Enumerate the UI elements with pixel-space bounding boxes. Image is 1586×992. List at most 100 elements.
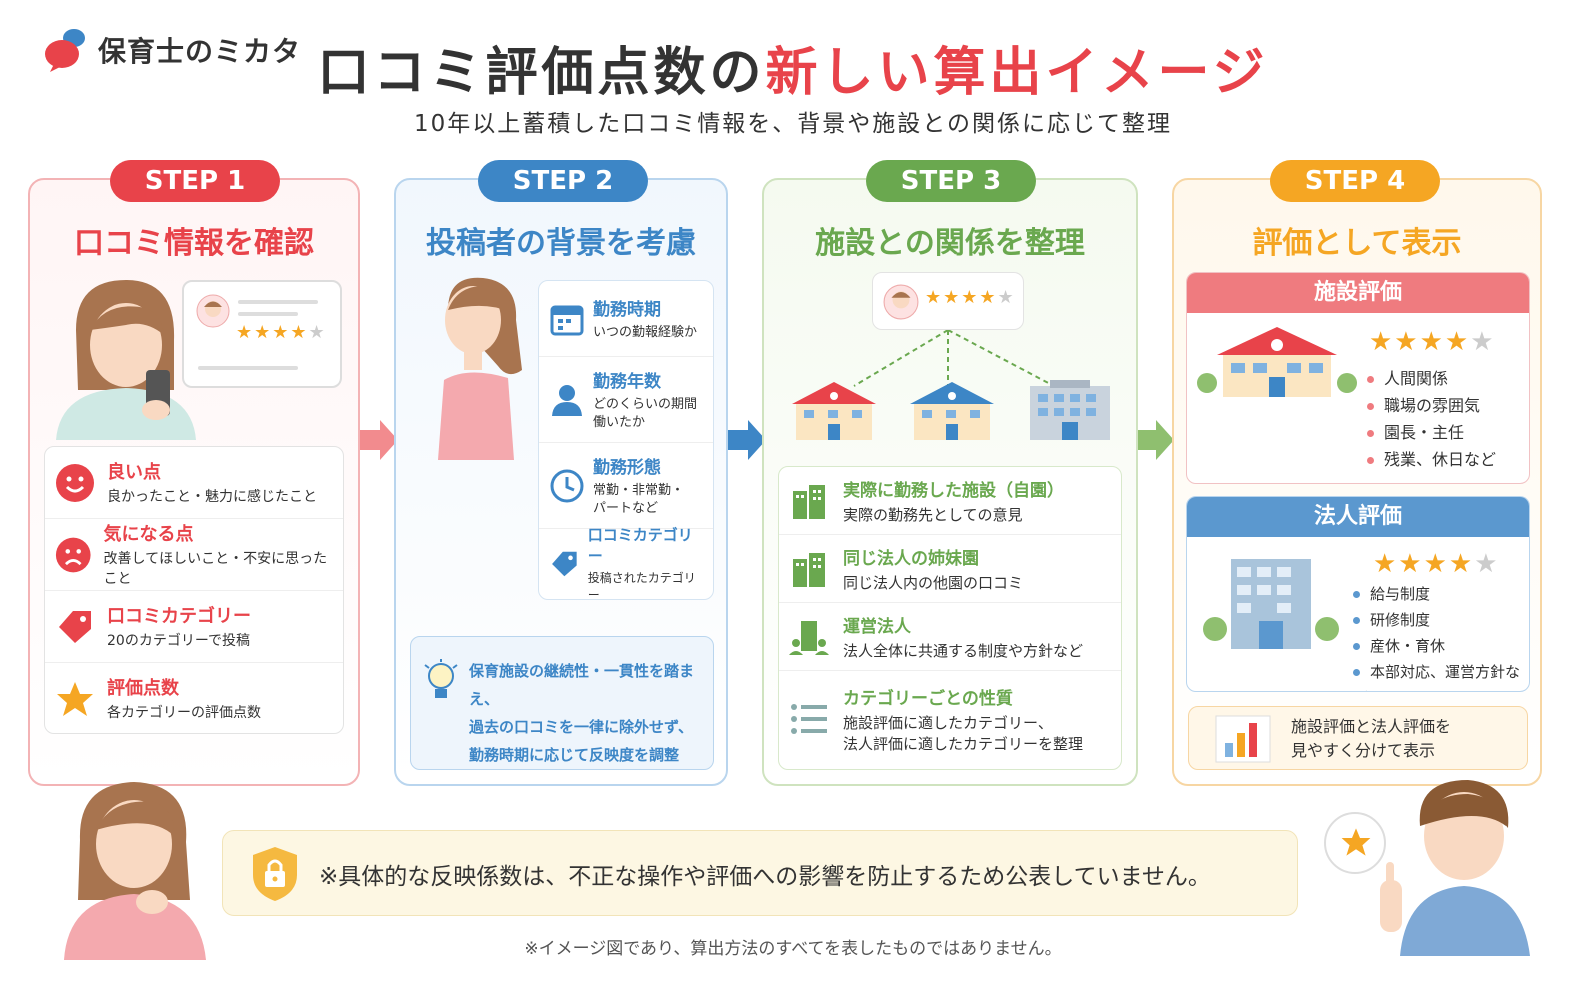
bullet-item: 給与制度 bbox=[1353, 581, 1529, 607]
item-desc: 常勤・非常勤・ パートなど bbox=[593, 482, 685, 516]
office-building-icon bbox=[1030, 380, 1110, 440]
tag-icon bbox=[552, 551, 577, 577]
star-icon bbox=[57, 682, 93, 716]
facility-stars: ★★★★★ bbox=[1369, 327, 1496, 357]
note-line: 過去の口コミを一律に除外せず、 bbox=[469, 718, 693, 736]
title-part2: 新しい算出イメージ bbox=[765, 43, 1269, 103]
item-title: 勤務年数 bbox=[593, 371, 661, 392]
arrow-right-icon bbox=[728, 420, 766, 460]
step1-badge: STEP 1 bbox=[110, 160, 280, 202]
item-title: 勤務時期 bbox=[593, 299, 661, 320]
bullet-text: 給与制度 bbox=[1370, 585, 1431, 603]
list-item: カテゴリーごとの性質施設評価に適したカテゴリー、 法人評価に適したカテゴリーを整… bbox=[779, 671, 1121, 767]
corporate-rating-header: 法人評価 bbox=[1187, 497, 1529, 537]
item-title: 勤務形態 bbox=[593, 457, 661, 478]
item-title: 口コミカテゴリー bbox=[587, 526, 693, 566]
school-building-icon bbox=[910, 382, 994, 440]
bullet-text: 本部対応、運営方針など bbox=[1353, 663, 1521, 691]
summary-line: 見やすく分けて表示 bbox=[1291, 741, 1436, 760]
item-desc: 実際の勤務先としての意見 bbox=[843, 505, 1023, 524]
office-icon bbox=[789, 620, 829, 655]
building-icon bbox=[793, 484, 825, 519]
school-building-icon bbox=[792, 382, 876, 440]
disclaimer: ※イメージ図であり、算出方法のすべてを表したものではありません。 bbox=[524, 939, 1062, 959]
man-pointing-illustration bbox=[1380, 780, 1530, 956]
item-desc: 20のカテゴリーで投稿 bbox=[107, 632, 250, 649]
item-title: カテゴリーごとの性質 bbox=[843, 688, 1013, 709]
school-building-icon bbox=[1197, 327, 1357, 397]
star-icon bbox=[1341, 828, 1371, 856]
item-desc: 改善してほしいこと・不安に思ったこと bbox=[103, 550, 328, 587]
bar-chart-icon bbox=[1215, 715, 1271, 763]
step4-summary: 施設評価と法人評価を 見やすく分けて表示 bbox=[1188, 706, 1528, 770]
note-line: 勤務時期に応じて反映度を調整 bbox=[469, 746, 680, 764]
list-item: 実際に勤務した施設（自園） 実際の勤務先としての意見 bbox=[779, 467, 1121, 535]
list-item: 勤務形態常勤・非常勤・ パートなど bbox=[539, 443, 713, 529]
step2-badge: STEP 2 bbox=[478, 160, 648, 202]
item-desc: 同じ法人内の他園の口コミ bbox=[843, 573, 1024, 592]
summary-line: 施設評価と法人評価を bbox=[1291, 717, 1452, 736]
facility-rating-card: 施設評価 ★★★★★ 人間関係 職場の雰囲気 園長・主任 残業、休日など bbox=[1186, 272, 1530, 484]
arrow-right-icon bbox=[1136, 420, 1174, 460]
bullet-item: 本部対応、運営方針など bbox=[1353, 659, 1529, 691]
person-icon bbox=[552, 384, 582, 416]
bullet-text: 園長・主任 bbox=[1384, 423, 1465, 442]
item-desc: 法人全体に共通する制度や方針など bbox=[843, 641, 1084, 660]
brand-logo: 保育士のミカタ bbox=[44, 26, 301, 74]
corporate-rating-card: 法人評価 ★★★★★ 給与制度 研修制度 産休・育休 本部対応、運営方針など bbox=[1186, 496, 1530, 692]
lock-shield-icon bbox=[253, 847, 297, 901]
item-title: 同じ法人の姉妹園 bbox=[843, 548, 979, 569]
step2-title: 投稿者の背景を考慮 bbox=[426, 226, 696, 261]
item-title: 良い点 bbox=[107, 461, 161, 483]
list-item: 勤務時期いつの勤報経験か bbox=[539, 281, 713, 357]
bullet-item: 産休・育休 bbox=[1353, 633, 1529, 659]
star-bubble bbox=[1324, 812, 1386, 874]
item-desc: 各カテゴリーの評価点数 bbox=[107, 705, 261, 722]
building-icon bbox=[793, 552, 825, 587]
list-item: 気になる点改善してほしいこと・不安に思ったこと bbox=[45, 519, 343, 591]
step4-badge: STEP 4 bbox=[1270, 160, 1440, 202]
item-desc: 良かったこと・魅力に感じたこと bbox=[107, 488, 317, 505]
step4-panel: STEP 4 評価として表示 施設評価 ★★★★★ 人間関係 職場の雰囲気 園長… bbox=[1172, 160, 1542, 786]
brand-name: 保育士のミカタ bbox=[98, 35, 302, 68]
step1-panel: STEP 1 口コミ情報を確認 ★★★★★ 良い点良かったこと・魅力に感じたこと… bbox=[28, 160, 360, 786]
facility-rating-header: 施設評価 bbox=[1187, 273, 1529, 313]
title-part1: 口コミ評価点数の bbox=[317, 43, 766, 103]
review-bubble: ★★★★★ bbox=[182, 280, 342, 388]
item-desc: どのくらいの期間 働いたか bbox=[593, 396, 698, 430]
step3-item-list: 実際に勤務した施設（自園） 実際の勤務先としての意見 同じ法人の姉妹園同じ法人内の… bbox=[778, 466, 1122, 770]
page-title: 口コミ評価点数の新しい算出イメージ bbox=[0, 30, 1586, 105]
notice-banner: ※具体的な反映係数は、不正な操作や評価への影響を防止するため公表していません。 bbox=[222, 830, 1298, 916]
list-item: 同じ法人の姉妹園同じ法人内の他園の口コミ bbox=[779, 535, 1121, 603]
list-icon bbox=[791, 704, 827, 734]
rating-stars: ★★★★★ bbox=[236, 322, 327, 343]
list-item: 勤務年数どのくらいの期間 働いたか bbox=[539, 357, 713, 443]
item-title: 実際に勤務した施設（自園） bbox=[843, 480, 1064, 501]
avatar-icon bbox=[883, 284, 919, 320]
connector-lines bbox=[853, 330, 1055, 387]
list-item: 口コミカテゴリー投稿されたカテゴリー bbox=[539, 526, 713, 602]
step2-panel: STEP 2 投稿者の背景を考慮 勤務時期いつの勤報経験か 勤務年数どのくらいの… bbox=[394, 160, 728, 786]
bullet-text: 研修制度 bbox=[1370, 611, 1431, 629]
bullet-text: 残業、休日など bbox=[1384, 450, 1497, 469]
step2-item-list: 勤務時期いつの勤報経験か 勤務年数どのくらいの期間 働いたか 勤務形態常勤・非常… bbox=[538, 280, 714, 602]
woman-thinking-illustration bbox=[64, 782, 206, 960]
bullet-item: 職場の雰囲気 bbox=[1367, 392, 1496, 419]
avatar-icon bbox=[196, 294, 230, 328]
smile-icon bbox=[56, 463, 94, 502]
note-line: 保育施設の継続性・一貫性を踏まえ、 bbox=[469, 662, 695, 708]
item-desc: 投稿されたカテゴリー bbox=[587, 571, 696, 602]
bullet-item: 残業、休日など bbox=[1367, 446, 1496, 473]
step3-panel: STEP 3 施設との関係を整理 ★★★★★ 実際に勤務した施設（自園）実際の勤… bbox=[762, 160, 1138, 786]
step1-title: 口コミ情報を確認 bbox=[74, 226, 314, 261]
bullet-text: 職場の雰囲気 bbox=[1384, 396, 1481, 415]
item-desc: 施設評価に適したカテゴリー、 法人評価に適したカテゴリーを整理 bbox=[843, 713, 1084, 753]
bullet-item: 人間関係 bbox=[1367, 365, 1496, 392]
review-card: ★★★★★ bbox=[872, 272, 1024, 330]
step2-note: 保育施設の継続性・一貫性を踏まえ、 過去の口コミを一律に除外せず、 勤務時期に応… bbox=[410, 636, 714, 770]
page-subtitle: 10年以上蓄積した口コミ情報を、背景や施設との関係に応じて整理 bbox=[413, 111, 1173, 137]
item-title: 運営法人 bbox=[843, 616, 911, 637]
item-desc: いつの勤報経験か bbox=[593, 324, 698, 340]
item-title: 評価点数 bbox=[107, 678, 179, 700]
step1-item-list: 良い点良かったこと・魅力に感じたこと 気になる点改善してほしいこと・不安に思った… bbox=[44, 446, 344, 734]
